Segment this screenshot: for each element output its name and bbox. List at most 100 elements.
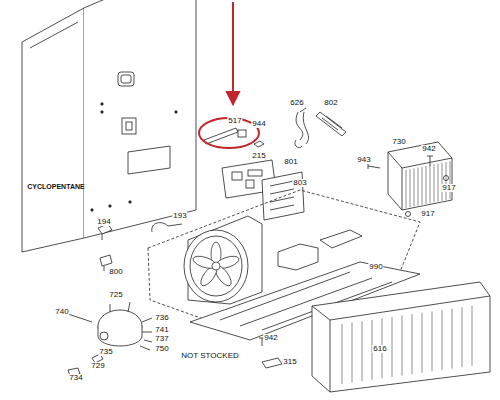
- compressor-base: [98, 326, 142, 346]
- grille-edge: [312, 296, 490, 392]
- callout-number: 740: [54, 308, 69, 316]
- callout-number: 943: [356, 156, 371, 164]
- highlight-ellipse: [199, 118, 259, 148]
- callout-number: 917: [420, 210, 435, 218]
- screw: [427, 156, 433, 166]
- screw-hole: [175, 111, 177, 113]
- slot: [462, 307, 463, 367]
- callout-number: 616: [372, 345, 387, 353]
- callout-number: 917: [441, 184, 456, 192]
- cabinet-fitting: [122, 118, 136, 134]
- condenser-edge: [388, 152, 452, 210]
- slot: [362, 321, 363, 381]
- fin: [406, 170, 407, 208]
- fin: [410, 169, 411, 207]
- compressor-terminal: [100, 332, 108, 340]
- callout-number: 801: [283, 158, 298, 166]
- grommet: [444, 176, 449, 181]
- slot: [472, 306, 473, 366]
- fan-hub: [212, 262, 220, 270]
- compressor-tube: [110, 302, 130, 312]
- screw-hole: [101, 111, 103, 113]
- slot: [352, 323, 353, 383]
- callout-number: 735: [98, 348, 113, 356]
- callout-number: 729: [90, 362, 105, 370]
- motor-bracket: [320, 230, 362, 248]
- callout-number: 734: [68, 374, 83, 382]
- fin: [426, 166, 427, 204]
- cover-slots: [270, 181, 294, 210]
- fin: [446, 162, 447, 200]
- callout-number: 750: [154, 345, 169, 353]
- cabinet-recess: [128, 146, 170, 174]
- cabinet-edge: [30, 22, 78, 48]
- cabinet-fitting: [121, 75, 131, 83]
- callout-number: 741: [154, 326, 169, 334]
- wire-harness: [295, 108, 309, 148]
- leader-line: [140, 318, 152, 350]
- part-note: NOT STOCKED: [180, 352, 240, 360]
- cabinet-fitting: [126, 122, 132, 130]
- callout-number: 215: [251, 152, 266, 160]
- slot: [422, 313, 423, 373]
- slot: [432, 311, 433, 371]
- grille: [312, 282, 490, 392]
- callout-number: 725: [108, 291, 123, 299]
- fan-blades: [192, 242, 241, 288]
- fan-ring: [190, 236, 242, 296]
- slot: [392, 317, 393, 377]
- highlight-arrowhead: [227, 92, 239, 104]
- valve: [98, 224, 112, 240]
- callout-number: 944: [251, 120, 266, 128]
- condenser: [388, 142, 452, 210]
- callout-number: 990: [368, 263, 383, 271]
- cabinet-side: [22, 8, 84, 252]
- screw-hole: [91, 209, 93, 211]
- part-note: CYCLOPENTANE: [26, 183, 85, 190]
- fin: [438, 164, 439, 202]
- fin: [430, 165, 431, 203]
- grille-slots: [342, 306, 472, 384]
- callout-number: 315: [282, 358, 297, 366]
- callout-number: 737: [154, 335, 169, 343]
- thermistor-rod: [204, 128, 238, 144]
- callout-number: 942: [263, 334, 278, 342]
- fan-motor: [278, 244, 318, 270]
- screw-hole: [101, 103, 103, 105]
- callout-number: 802: [323, 99, 338, 107]
- slot: [412, 314, 413, 374]
- slot: [402, 316, 403, 376]
- fan-ring: [184, 230, 248, 302]
- small-part: [254, 141, 264, 147]
- callout-number: 942: [421, 145, 436, 153]
- callout-number: 736: [154, 314, 169, 322]
- board-component: [248, 170, 262, 176]
- fin: [450, 161, 451, 199]
- callout-number: 517: [227, 117, 242, 125]
- bracket: [262, 358, 282, 368]
- callout-number: 193: [172, 212, 187, 220]
- board-component: [232, 172, 242, 180]
- callout-number: 730: [391, 138, 406, 146]
- pin: [68, 314, 92, 322]
- fin: [434, 164, 435, 202]
- callout-number: 626: [289, 99, 304, 107]
- fin: [414, 168, 415, 206]
- fin: [422, 167, 423, 205]
- slot: [452, 309, 453, 369]
- cabinet-back: [84, 0, 196, 238]
- highlight-arrow: [232, 2, 234, 96]
- connector: [316, 112, 346, 136]
- screw-hole: [109, 205, 111, 207]
- slot: [342, 324, 343, 384]
- grommet: [406, 212, 411, 217]
- callout-number: 194: [96, 218, 111, 226]
- fin: [418, 168, 419, 206]
- screw-hole: [129, 201, 131, 203]
- cabinet-fitting: [118, 72, 134, 86]
- fin: [442, 163, 443, 201]
- callout-number: 800: [108, 268, 123, 276]
- drain-tube: [152, 223, 182, 232]
